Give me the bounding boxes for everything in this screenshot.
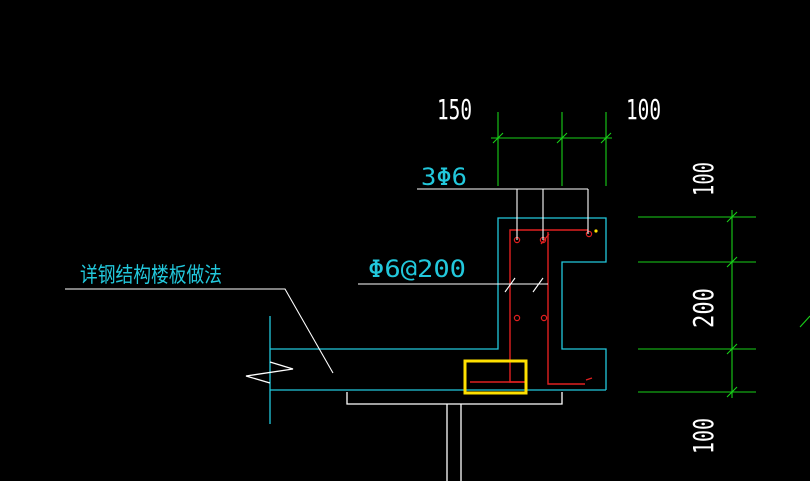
label-floor-note: 详钢结构楼板做法	[80, 263, 222, 287]
label-stirrup-rebar: Φ6@200	[368, 255, 466, 283]
slab-section-outline	[269, 217, 607, 424]
label-longitudinal-rebar: 3Φ6	[421, 163, 467, 191]
right-dimension-lines	[638, 210, 810, 398]
steel-beam	[346, 392, 563, 481]
rebar-dots	[513, 230, 593, 322]
rebar-dot-highlight	[594, 229, 598, 233]
break-line-symbol	[245, 361, 294, 384]
dim-right-middle: 200	[687, 288, 720, 328]
top-dimension-lines	[491, 112, 612, 186]
leader-lines	[65, 188, 589, 374]
dim-right-bottom: 100	[687, 418, 720, 454]
dim-top-left: 150	[437, 93, 472, 126]
highlight-box	[463, 359, 528, 395]
dim-top-right: 100	[626, 93, 661, 126]
dim-right-top: 100	[687, 162, 720, 196]
